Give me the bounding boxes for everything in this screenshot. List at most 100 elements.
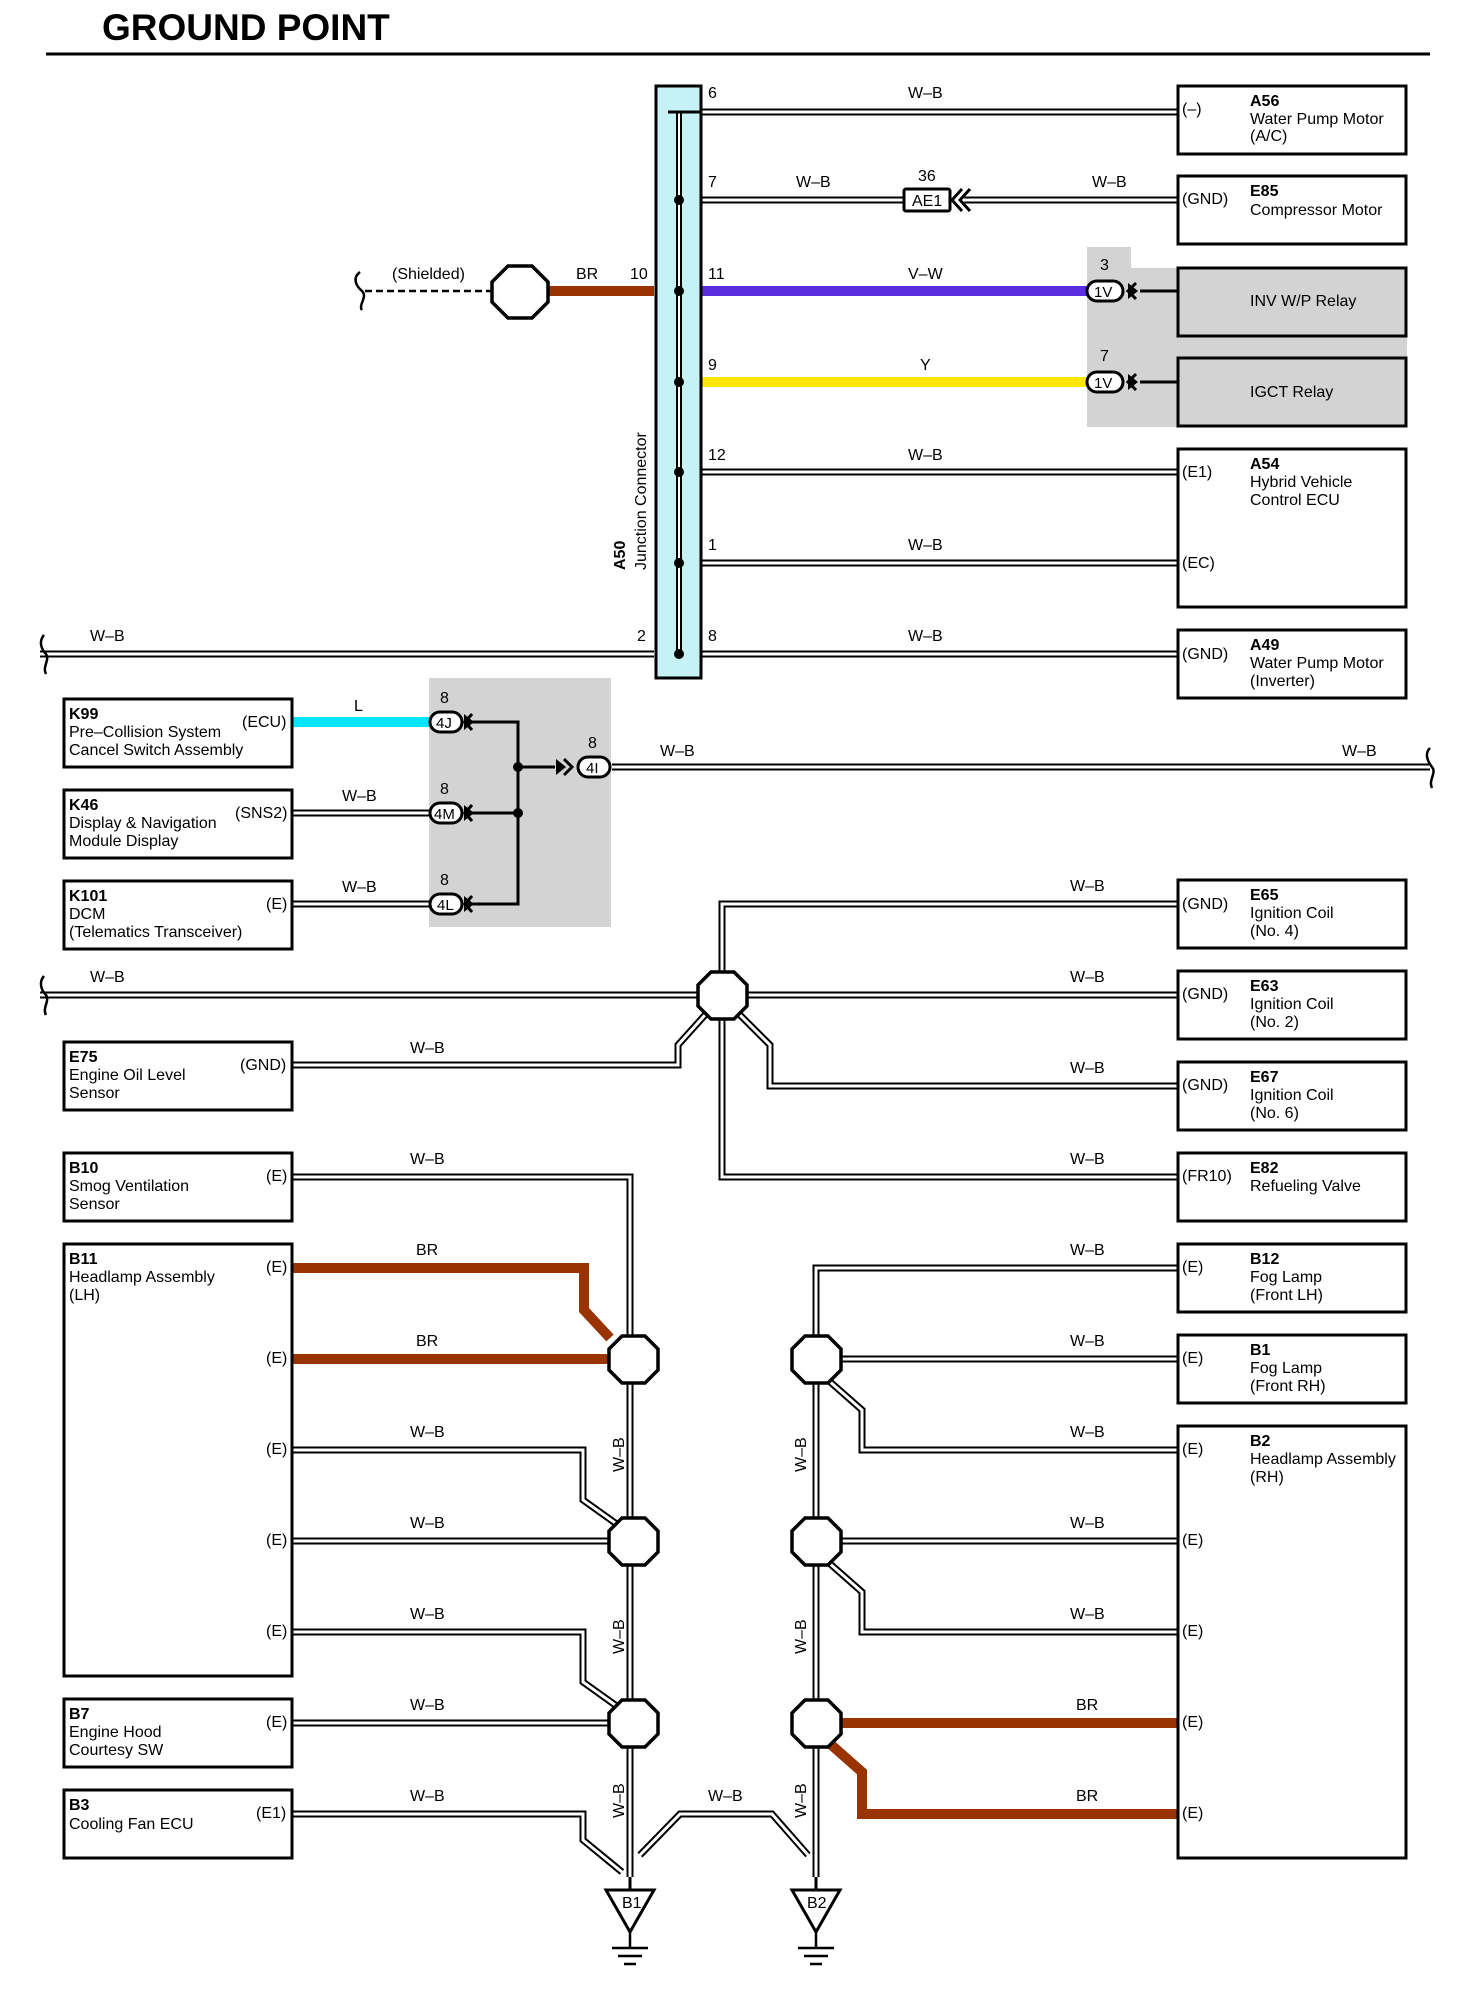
page-title: GROUND POINT xyxy=(102,7,390,48)
svg-text:BR: BR xyxy=(416,1242,438,1259)
svg-text:4M: 4M xyxy=(434,806,455,823)
connector-1v-b-pin: 7 xyxy=(1100,348,1109,365)
svg-text:(LH): (LH) xyxy=(69,1287,100,1304)
svg-text:W–B: W–B xyxy=(1070,1515,1105,1532)
svg-text:8: 8 xyxy=(440,690,449,707)
wires xyxy=(40,108,1430,1877)
svg-text:W–B: W–B xyxy=(908,85,943,102)
svg-text:W–B: W–B xyxy=(1070,1242,1105,1259)
svg-text:BR: BR xyxy=(1076,1697,1098,1714)
svg-text:Cooling Fan ECU: Cooling Fan ECU xyxy=(69,1816,194,1833)
svg-text:Compressor Motor: Compressor Motor xyxy=(1250,202,1383,219)
svg-text:(E1): (E1) xyxy=(256,1805,286,1822)
svg-text:W–B: W–B xyxy=(908,447,943,464)
svg-text:W–B: W–B xyxy=(1070,878,1105,895)
svg-text:Sensor: Sensor xyxy=(69,1085,120,1102)
svg-text:W–B: W–B xyxy=(410,1515,445,1532)
svg-text:W–B: W–B xyxy=(410,1040,445,1057)
svg-text:(E): (E) xyxy=(1182,1441,1203,1458)
svg-text:K101: K101 xyxy=(69,888,107,905)
svg-text:7: 7 xyxy=(708,174,717,191)
svg-text:Ignition Coil: Ignition Coil xyxy=(1250,1087,1334,1104)
svg-text:W–B: W–B xyxy=(90,628,125,645)
svg-text:(E): (E) xyxy=(1182,1532,1203,1549)
shielded-label: (Shielded) xyxy=(392,266,465,283)
svg-text:Display & Navigation: Display & Navigation xyxy=(69,815,217,832)
svg-text:1: 1 xyxy=(708,537,717,554)
svg-text:INV W/P Relay: INV W/P Relay xyxy=(1250,293,1356,310)
junction-pin-labels: 6 7 11 9 12 1 8 10 2 xyxy=(630,85,726,645)
svg-text:Ignition Coil: Ignition Coil xyxy=(1250,996,1334,1013)
svg-text:W–B: W–B xyxy=(793,1783,810,1818)
svg-text:(E): (E) xyxy=(266,896,287,913)
svg-text:B10: B10 xyxy=(69,1160,98,1177)
svg-text:8: 8 xyxy=(440,781,449,798)
svg-text:B3: B3 xyxy=(69,1797,90,1814)
svg-text:W–B: W–B xyxy=(1070,1060,1105,1077)
svg-text:9: 9 xyxy=(708,357,717,374)
junction-name: Junction Connector xyxy=(633,431,650,570)
svg-text:(FR10): (FR10) xyxy=(1182,1168,1232,1185)
svg-text:(GND): (GND) xyxy=(1182,646,1228,663)
svg-text:Smog Ventilation: Smog Ventilation xyxy=(69,1178,189,1195)
svg-text:W–B: W–B xyxy=(611,1783,628,1818)
svg-text:(ECU): (ECU) xyxy=(242,714,286,731)
svg-text:W–B: W–B xyxy=(908,537,943,554)
svg-text:Hybrid Vehicle: Hybrid Vehicle xyxy=(1250,474,1352,491)
svg-text:(Inverter): (Inverter) xyxy=(1250,673,1315,690)
svg-text:B7: B7 xyxy=(69,1706,90,1723)
vertical-wire-labels: W–B W–B W–B W–B W–B W–B W–B xyxy=(611,1437,810,1818)
hub-left-wire: W–B xyxy=(90,969,125,986)
svg-text:BR: BR xyxy=(1076,1788,1098,1805)
svg-text:(E1): (E1) xyxy=(1182,464,1212,481)
svg-text:(–): (–) xyxy=(1182,101,1202,118)
svg-text:(Front RH): (Front RH) xyxy=(1250,1378,1326,1395)
svg-text:(GND): (GND) xyxy=(1182,896,1228,913)
svg-text:B2: B2 xyxy=(1250,1433,1271,1450)
svg-text:W–B: W–B xyxy=(611,1437,628,1472)
svg-text:W–B: W–B xyxy=(342,879,377,896)
svg-text:DCM: DCM xyxy=(69,906,105,923)
left-components: K99 Pre–Collision System Cancel Switch A… xyxy=(62,697,445,1860)
svg-text:8: 8 xyxy=(588,735,597,752)
svg-text:Cancel Switch Assembly: Cancel Switch Assembly xyxy=(69,742,243,759)
svg-text:W–B: W–B xyxy=(1342,743,1377,760)
svg-text:W–B: W–B xyxy=(908,628,943,645)
svg-text:W–B: W–B xyxy=(611,1619,628,1654)
svg-text:K99: K99 xyxy=(69,706,98,723)
svg-text:W–B: W–B xyxy=(708,1788,743,1805)
svg-text:4L: 4L xyxy=(437,897,454,914)
ae1-wire-right: W–B xyxy=(1092,174,1127,191)
svg-text:Engine Oil Level: Engine Oil Level xyxy=(69,1067,186,1084)
connector-ae1-pin: 36 xyxy=(918,168,936,185)
svg-text:W–B: W–B xyxy=(660,743,695,760)
svg-text:B11: B11 xyxy=(69,1251,98,1268)
connector-1v-b xyxy=(1085,370,1125,394)
svg-text:(E): (E) xyxy=(1182,1714,1203,1731)
svg-text:4I: 4I xyxy=(586,760,599,777)
svg-text:10: 10 xyxy=(630,266,648,283)
svg-text:(E): (E) xyxy=(1182,1805,1203,1822)
ae1-wire-left: W–B xyxy=(796,174,831,191)
svg-text:(E): (E) xyxy=(266,1441,287,1458)
svg-text:BR: BR xyxy=(416,1333,438,1350)
svg-text:A54: A54 xyxy=(1250,456,1279,473)
svg-text:(E): (E) xyxy=(266,1623,287,1640)
svg-text:(E): (E) xyxy=(266,1259,287,1276)
svg-text:11: 11 xyxy=(708,266,725,283)
svg-text:B2: B2 xyxy=(807,1895,827,1912)
svg-text:Control ECU: Control ECU xyxy=(1250,492,1340,509)
svg-text:V–W: V–W xyxy=(908,266,944,283)
svg-text:(RH): (RH) xyxy=(1250,1469,1284,1486)
splice-nodes xyxy=(607,970,843,1749)
svg-text:Pre–Collision System: Pre–Collision System xyxy=(69,724,221,741)
svg-text:L: L xyxy=(354,698,363,715)
svg-text:Water Pump Motor: Water Pump Motor xyxy=(1250,655,1384,672)
svg-text:W–B: W–B xyxy=(1070,969,1105,986)
svg-text:(No. 4): (No. 4) xyxy=(1250,923,1299,940)
svg-text:W–B: W–B xyxy=(410,1151,445,1168)
svg-text:Courtesy SW: Courtesy SW xyxy=(69,1742,164,1759)
svg-text:Fog Lamp: Fog Lamp xyxy=(1250,1269,1322,1286)
connector-ae1-label: AE1 xyxy=(912,193,942,210)
svg-text:8: 8 xyxy=(440,872,449,889)
